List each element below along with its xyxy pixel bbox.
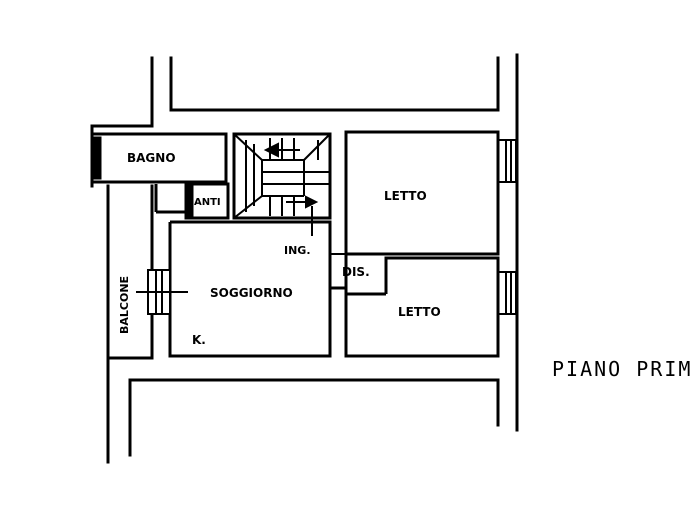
window-letto-2: [497, 271, 517, 315]
label-balcone: BALCONE: [118, 276, 131, 334]
label-bagno: BAGNO: [127, 151, 176, 165]
window-soggiorno: [136, 269, 188, 315]
label-letto-top: LETTO: [384, 189, 427, 203]
room-anti: [154, 182, 230, 220]
floor-caption: PIANO PRIM: [552, 357, 692, 381]
room-bagno: [90, 132, 228, 184]
label-disimpegno: DIS.: [342, 265, 370, 279]
label-ingresso: ING.: [284, 244, 311, 257]
staircase: [232, 132, 332, 220]
label-letto-bottom: LETTO: [398, 305, 441, 319]
window-letto-1: [497, 139, 517, 183]
label-anti: ANTI: [194, 197, 221, 208]
label-cucina: K.: [192, 333, 206, 347]
room-letto-bottom: [344, 254, 500, 358]
windows: [136, 139, 517, 315]
label-soggiorno: SOGGIORNO: [210, 286, 293, 300]
room-letto-top: [344, 130, 500, 256]
room-disimpegno: [330, 253, 386, 296]
